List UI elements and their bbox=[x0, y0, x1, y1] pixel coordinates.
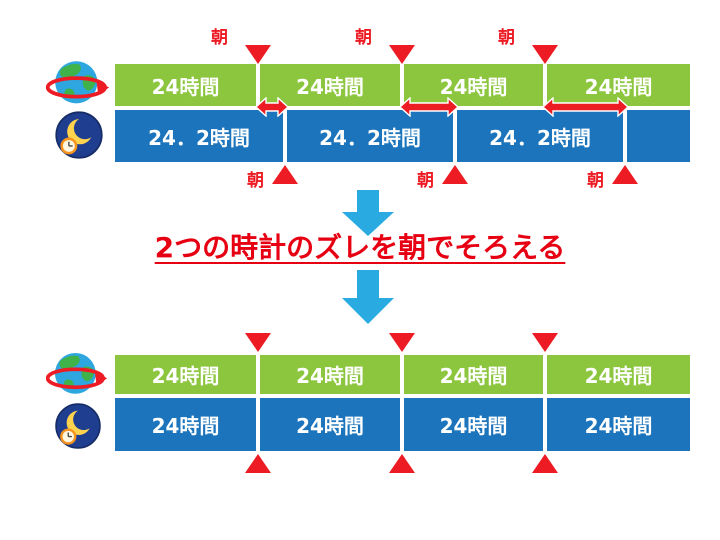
morning-label: 朝 bbox=[498, 28, 515, 48]
morning-marker-up-icon bbox=[442, 165, 468, 184]
earth-hours-segment: 24時間 bbox=[547, 355, 690, 394]
drift-double-arrow-icon bbox=[256, 97, 288, 117]
blue-down-arrow-icon bbox=[342, 270, 394, 324]
moon-hours-segment: 24．2時間 bbox=[115, 110, 283, 162]
blue-down-arrow-icon bbox=[342, 190, 394, 236]
night-clock-icon bbox=[55, 403, 101, 449]
morning-marker-down-icon bbox=[389, 333, 415, 352]
earth-hours-segment: 24時間 bbox=[260, 64, 400, 106]
earth-hours-segment: 24時間 bbox=[404, 64, 543, 106]
morning-marker-down-icon bbox=[389, 45, 415, 64]
earth-globe-icon bbox=[46, 61, 110, 104]
morning-marker-down-icon bbox=[245, 333, 271, 352]
moon-hours-segment: 24．2時間 bbox=[287, 110, 453, 162]
moon-hours-segment: 24．2時間 bbox=[457, 110, 623, 162]
night-clock-icon bbox=[55, 111, 103, 159]
morning-marker-up-icon bbox=[272, 165, 298, 184]
drift-double-arrow-icon bbox=[400, 97, 458, 117]
earth-globe-icon bbox=[46, 352, 108, 394]
earth-hours-segment: 24時間 bbox=[404, 355, 543, 394]
morning-label: 朝 bbox=[587, 171, 604, 191]
morning-label: 朝 bbox=[211, 28, 228, 48]
morning-marker-down-icon bbox=[245, 45, 271, 64]
moon-hours-segment: 24時間 bbox=[260, 398, 400, 451]
morning-marker-up-icon bbox=[245, 454, 271, 473]
drift-double-arrow-icon bbox=[543, 97, 628, 117]
moon-hours-segment: 24時間 bbox=[115, 398, 256, 451]
morning-label: 朝 bbox=[355, 28, 372, 48]
moon-hours-segment: 24時間 bbox=[547, 398, 690, 451]
morning-marker-up-icon bbox=[532, 454, 558, 473]
morning-label: 朝 bbox=[247, 171, 264, 191]
moon-hours-segment-partial bbox=[627, 110, 690, 162]
earth-hours-segment: 24時間 bbox=[115, 64, 256, 106]
earth-hours-segment: 24時間 bbox=[260, 355, 400, 394]
morning-marker-down-icon bbox=[532, 333, 558, 352]
moon-hours-segment: 24時間 bbox=[404, 398, 543, 451]
earth-hours-segment: 24時間 bbox=[115, 355, 256, 394]
morning-marker-down-icon bbox=[532, 45, 558, 64]
morning-marker-up-icon bbox=[612, 165, 638, 184]
morning-label: 朝 bbox=[417, 171, 434, 191]
morning-marker-up-icon bbox=[389, 454, 415, 473]
heading-text: 2つの時計のズレを朝でそろえる bbox=[154, 231, 566, 264]
